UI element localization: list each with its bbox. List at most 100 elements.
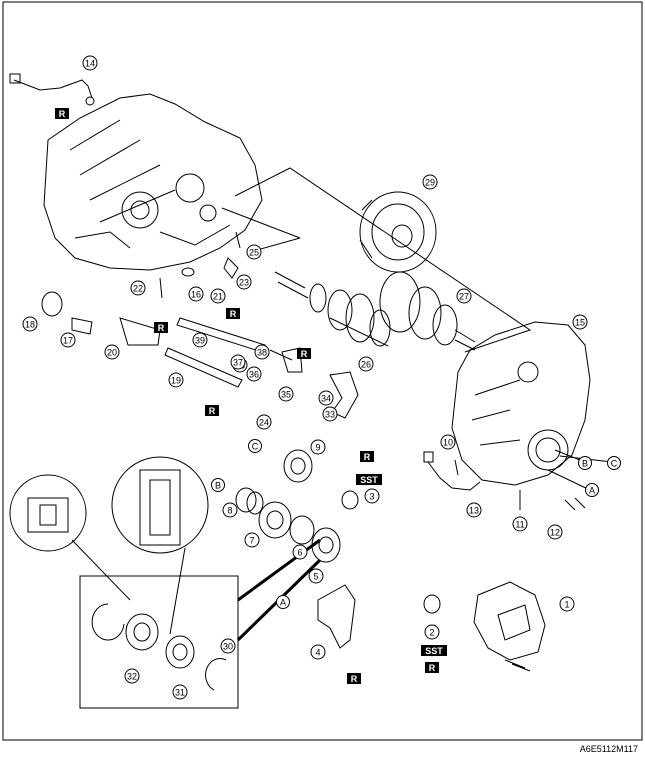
r-box-label: R bbox=[59, 109, 66, 119]
callout-label: 6 bbox=[297, 548, 302, 558]
callout-2: 2 bbox=[424, 624, 440, 640]
callout-label: 37 bbox=[233, 358, 243, 368]
assembly-leader-lines bbox=[221, 167, 532, 353]
shift-fork-4 bbox=[317, 584, 356, 649]
shift-fork-right bbox=[329, 371, 359, 419]
gear-8 bbox=[235, 487, 264, 515]
callout-5: 5 bbox=[308, 568, 324, 584]
callout-label: 2 bbox=[429, 628, 434, 638]
callout-25: 25 bbox=[246, 244, 262, 260]
vehicle-speed-sensor-14 bbox=[13, 79, 93, 99]
letter-label-text: C bbox=[252, 442, 259, 452]
callout-6: 6 bbox=[292, 544, 308, 560]
callout-label: 15 bbox=[575, 318, 585, 328]
gear-18 bbox=[41, 291, 63, 317]
callout-label: 5 bbox=[313, 572, 318, 582]
callout-39: 39 bbox=[192, 332, 208, 348]
callout-7: 7 bbox=[244, 532, 260, 548]
r-box-label: R bbox=[158, 323, 165, 333]
callout-11: 11 bbox=[512, 516, 528, 532]
r-box: R bbox=[55, 108, 69, 119]
callout-12: 12 bbox=[547, 524, 563, 540]
gear-9 bbox=[283, 449, 313, 483]
callout-label: 12 bbox=[550, 528, 560, 538]
callout-38: 38 bbox=[254, 344, 270, 360]
dowel-12 bbox=[564, 497, 586, 511]
letter-label-b: B bbox=[578, 456, 592, 470]
callout-35: 35 bbox=[278, 386, 294, 402]
callout-18: 18 bbox=[22, 316, 38, 332]
callout-37: 37 bbox=[230, 354, 246, 370]
snap-ring-30-right bbox=[205, 658, 227, 691]
callout-label: 3 bbox=[369, 492, 374, 502]
rear-cover bbox=[473, 581, 546, 661]
transaxle-case-right bbox=[451, 321, 591, 486]
callout-1: 1 bbox=[559, 596, 575, 612]
callout-label: 34 bbox=[321, 394, 331, 404]
snap-ring-30-left bbox=[91, 603, 125, 641]
callout-34: 34 bbox=[318, 390, 334, 406]
r-box-label: R bbox=[364, 452, 371, 462]
transaxle-case-left bbox=[43, 93, 263, 271]
switch-23 bbox=[223, 257, 239, 279]
bolt-22 bbox=[159, 277, 163, 299]
synchronizer-7 bbox=[258, 501, 292, 539]
callout-label: 24 bbox=[259, 418, 269, 428]
hub-5 bbox=[311, 527, 341, 563]
callout-23: 23 bbox=[236, 274, 252, 290]
callout-24: 24 bbox=[256, 414, 272, 430]
callout-4: 4 bbox=[310, 644, 326, 660]
callout-36: 36 bbox=[246, 366, 262, 382]
callout-label: 27 bbox=[459, 292, 469, 302]
shift-shaft-bracket bbox=[119, 317, 161, 346]
bolt-25 bbox=[235, 231, 241, 249]
callout-8: 8 bbox=[222, 502, 238, 518]
callout-15: 15 bbox=[572, 314, 588, 330]
callout-label: 23 bbox=[239, 278, 249, 288]
callout-22: 22 bbox=[130, 280, 146, 296]
magnifier-left bbox=[9, 474, 87, 552]
callout-label: 30 bbox=[223, 642, 233, 652]
callout-label: 10 bbox=[443, 438, 453, 448]
callout-label: 29 bbox=[425, 178, 435, 188]
callout-33: 33 bbox=[322, 406, 338, 422]
r-box: R bbox=[205, 405, 219, 416]
letter-label-c: C bbox=[607, 456, 621, 470]
callout-29: 29 bbox=[422, 174, 438, 190]
shaft-assembly bbox=[274, 271, 476, 351]
r-box-label: R bbox=[351, 674, 358, 684]
r-box: R bbox=[154, 322, 168, 333]
callout-label: 26 bbox=[361, 360, 371, 370]
r-box-label: R bbox=[301, 349, 308, 359]
letter-label-b: B bbox=[211, 478, 225, 492]
callout-label: 38 bbox=[257, 348, 267, 358]
callout-20: 20 bbox=[104, 344, 120, 360]
callout-label: 4 bbox=[315, 648, 320, 658]
bolt-10 bbox=[454, 459, 459, 476]
r-box: R bbox=[226, 308, 240, 319]
callout-label: 14 bbox=[85, 59, 95, 69]
sst-box-label: SST bbox=[360, 475, 378, 485]
callout-21: 21 bbox=[210, 288, 226, 304]
callout-label: 31 bbox=[175, 688, 185, 698]
r-box: R bbox=[360, 451, 374, 462]
callout-label: 32 bbox=[127, 672, 137, 682]
needle-bearing-32 bbox=[125, 613, 159, 651]
callout-3: 3 bbox=[364, 488, 380, 504]
callout-label: 22 bbox=[133, 284, 143, 294]
needle-bearing-31 bbox=[165, 635, 195, 669]
callout-label: 11 bbox=[515, 520, 524, 530]
callout-label: 1 bbox=[564, 600, 569, 610]
r-box-label: R bbox=[209, 406, 216, 416]
callout-label: 19 bbox=[171, 376, 181, 386]
magnifier-right bbox=[111, 456, 209, 554]
letter-label-text: A bbox=[589, 486, 595, 496]
callout-27: 27 bbox=[456, 288, 472, 304]
callout-31: 31 bbox=[172, 684, 188, 700]
callout-label: 39 bbox=[195, 336, 205, 346]
callout-17: 17 bbox=[60, 332, 76, 348]
callout-30: 30 bbox=[220, 638, 236, 654]
callout-label: 18 bbox=[25, 320, 35, 330]
